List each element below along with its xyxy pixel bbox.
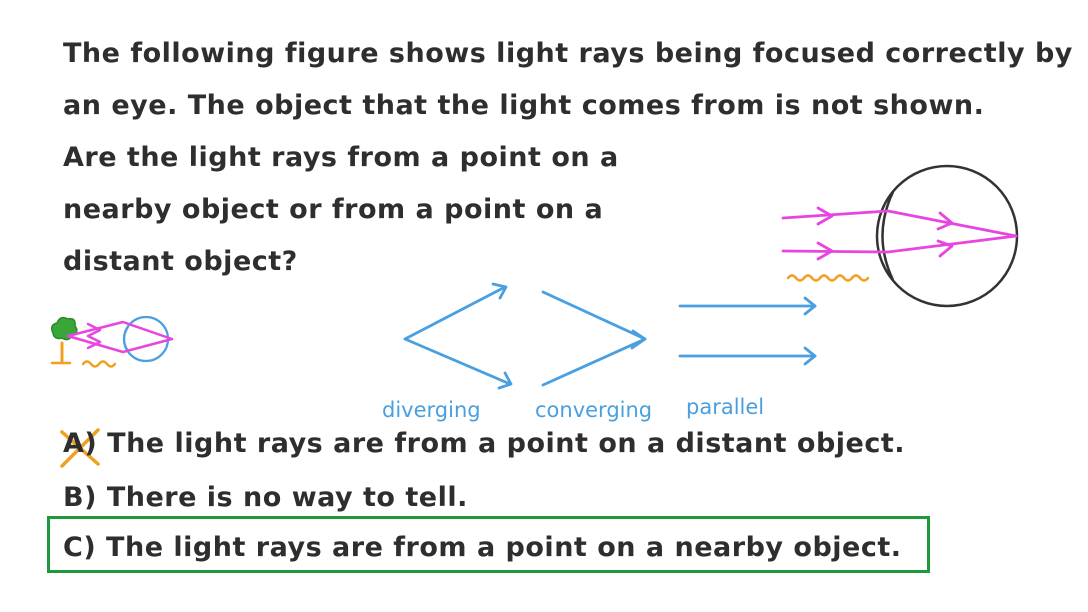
label-parallel: parallel	[686, 395, 765, 419]
label-converging: converging	[535, 398, 653, 422]
converging-rays	[541, 290, 647, 387]
lower-ray-arrow-1	[816, 241, 834, 261]
option-a: A) The light rays are from a point on a …	[63, 428, 905, 459]
upper-ray	[781, 209, 1018, 238]
tree-icon	[50, 316, 78, 365]
lower-ray	[781, 234, 1018, 254]
small-eye-squiggle	[81, 360, 117, 368]
question-line-1: The following figure shows light rays be…	[63, 38, 1073, 69]
question-line-2: an eye. The object that the light comes …	[63, 90, 985, 121]
large-eye-rays	[781, 206, 1018, 261]
question-line-4: nearby object or from a point on a	[63, 194, 604, 225]
correct-answer-box	[47, 516, 930, 573]
large-eye-cornea	[881, 191, 895, 281]
option-a-prefix: A)	[63, 428, 98, 459]
large-eye-diagram	[781, 164, 1019, 308]
question-line-3: Are the light rays from a point on a	[63, 142, 619, 173]
option-c: C) The light rays are from a point on a …	[63, 532, 902, 563]
question-line-5: distant object?	[63, 246, 298, 277]
upper-ray-arrow-1	[816, 206, 834, 226]
option-b: B) There is no way to tell.	[63, 482, 468, 513]
parallel-rays	[678, 296, 817, 366]
small-eye-diagram	[50, 315, 174, 368]
wrong-answer-cross-icon	[60, 428, 100, 468]
small-eye-cornea	[122, 326, 129, 352]
lower-ray-arrow-2	[936, 239, 954, 258]
small-eye-rays	[66, 320, 174, 354]
large-eye-squiggle	[786, 274, 870, 282]
large-eye-outline	[875, 164, 1019, 308]
option-a-text: The light rays are from a point on a dis…	[107, 428, 906, 459]
label-diverging: diverging	[382, 398, 481, 422]
upper-ray-arrow-2	[936, 211, 954, 231]
diverging-rays	[403, 282, 513, 390]
